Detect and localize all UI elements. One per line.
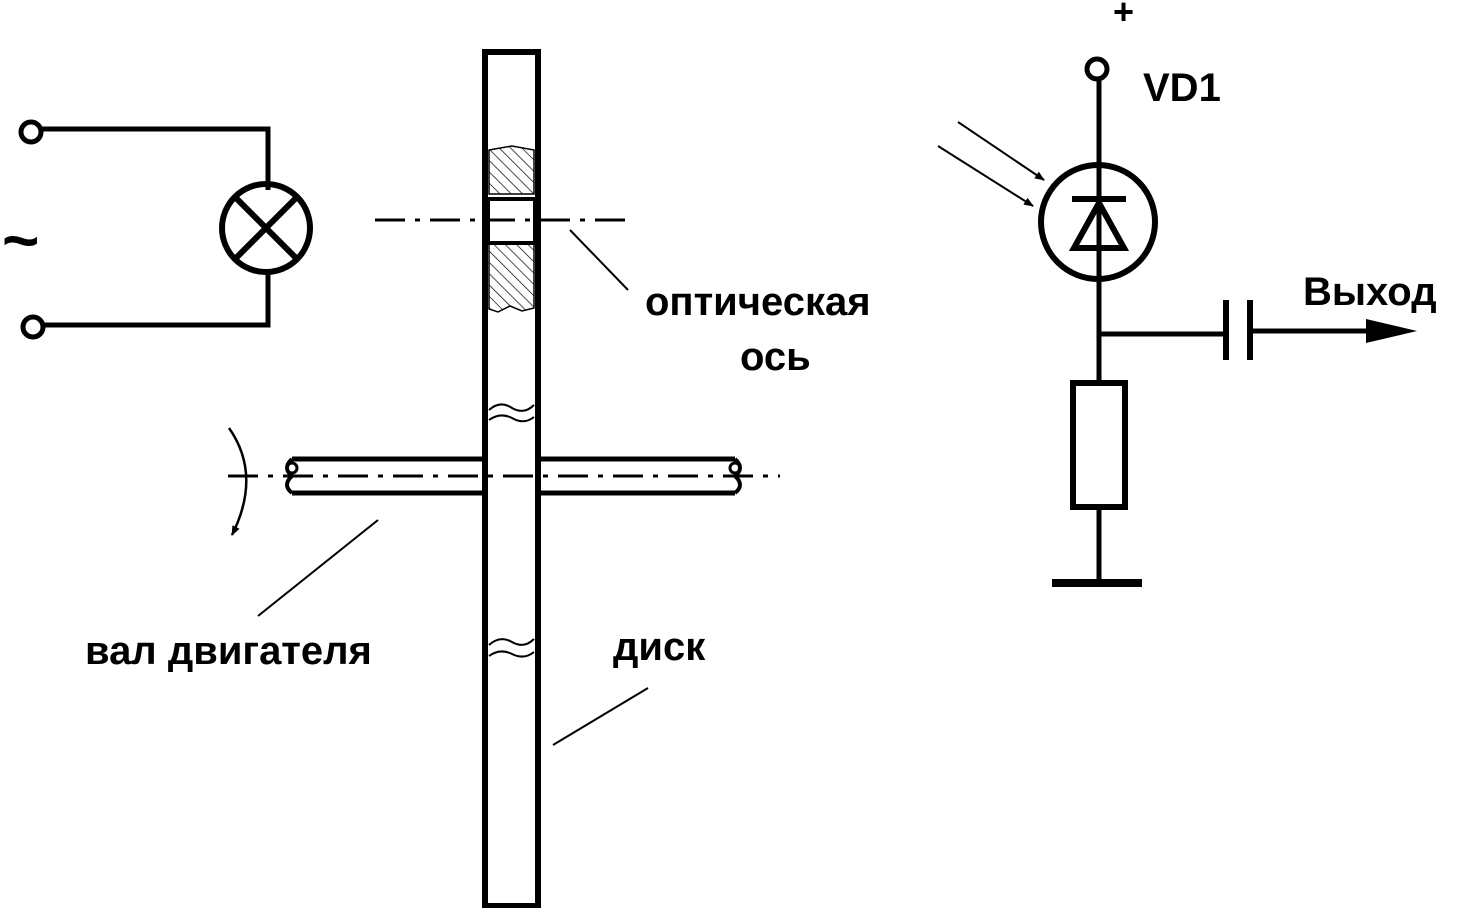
- disk-leader: [552, 687, 649, 746]
- output-label: Выход: [1303, 270, 1437, 314]
- photodiode-circuit: [937, 56, 1417, 587]
- resistor-symbol: [1070, 380, 1128, 510]
- motor-shaft-leader: [257, 519, 379, 617]
- photodiode-label: VD1: [1143, 66, 1221, 110]
- terminal-bottom: [20, 314, 46, 340]
- disk-label: диск: [613, 625, 706, 669]
- photodiode-symbol: [1038, 162, 1158, 282]
- output-arrow: [1366, 319, 1417, 343]
- optical-axis-leader: [569, 229, 629, 291]
- plus-label: +: [1113, 0, 1134, 32]
- capacitor-symbol: [1223, 300, 1253, 360]
- optical-axis-label-2: ось: [740, 335, 811, 379]
- rotation-arrow: [227, 427, 248, 536]
- disk: [482, 49, 541, 908]
- lamp-symbol: [219, 181, 313, 275]
- wire-top: [41, 126, 271, 190]
- break-line-1: [488, 403, 535, 423]
- hatched-section-lower: [488, 243, 535, 313]
- light-ray-1: [957, 121, 1045, 181]
- motor-shaft-label: вал двигателя: [85, 629, 372, 673]
- light-ray-2: [937, 145, 1034, 207]
- supply-terminal: [1084, 56, 1110, 82]
- terminal-top: [18, 119, 44, 145]
- wire-bottom: [43, 270, 271, 328]
- hatched-section-upper: [488, 145, 535, 195]
- break-line-2: [488, 638, 535, 658]
- ac-symbol: ~: [2, 204, 39, 276]
- lamp-circuit: [18, 119, 313, 340]
- motor-shaft: [285, 456, 742, 496]
- optical-axis-label-1: оптическая: [645, 280, 871, 324]
